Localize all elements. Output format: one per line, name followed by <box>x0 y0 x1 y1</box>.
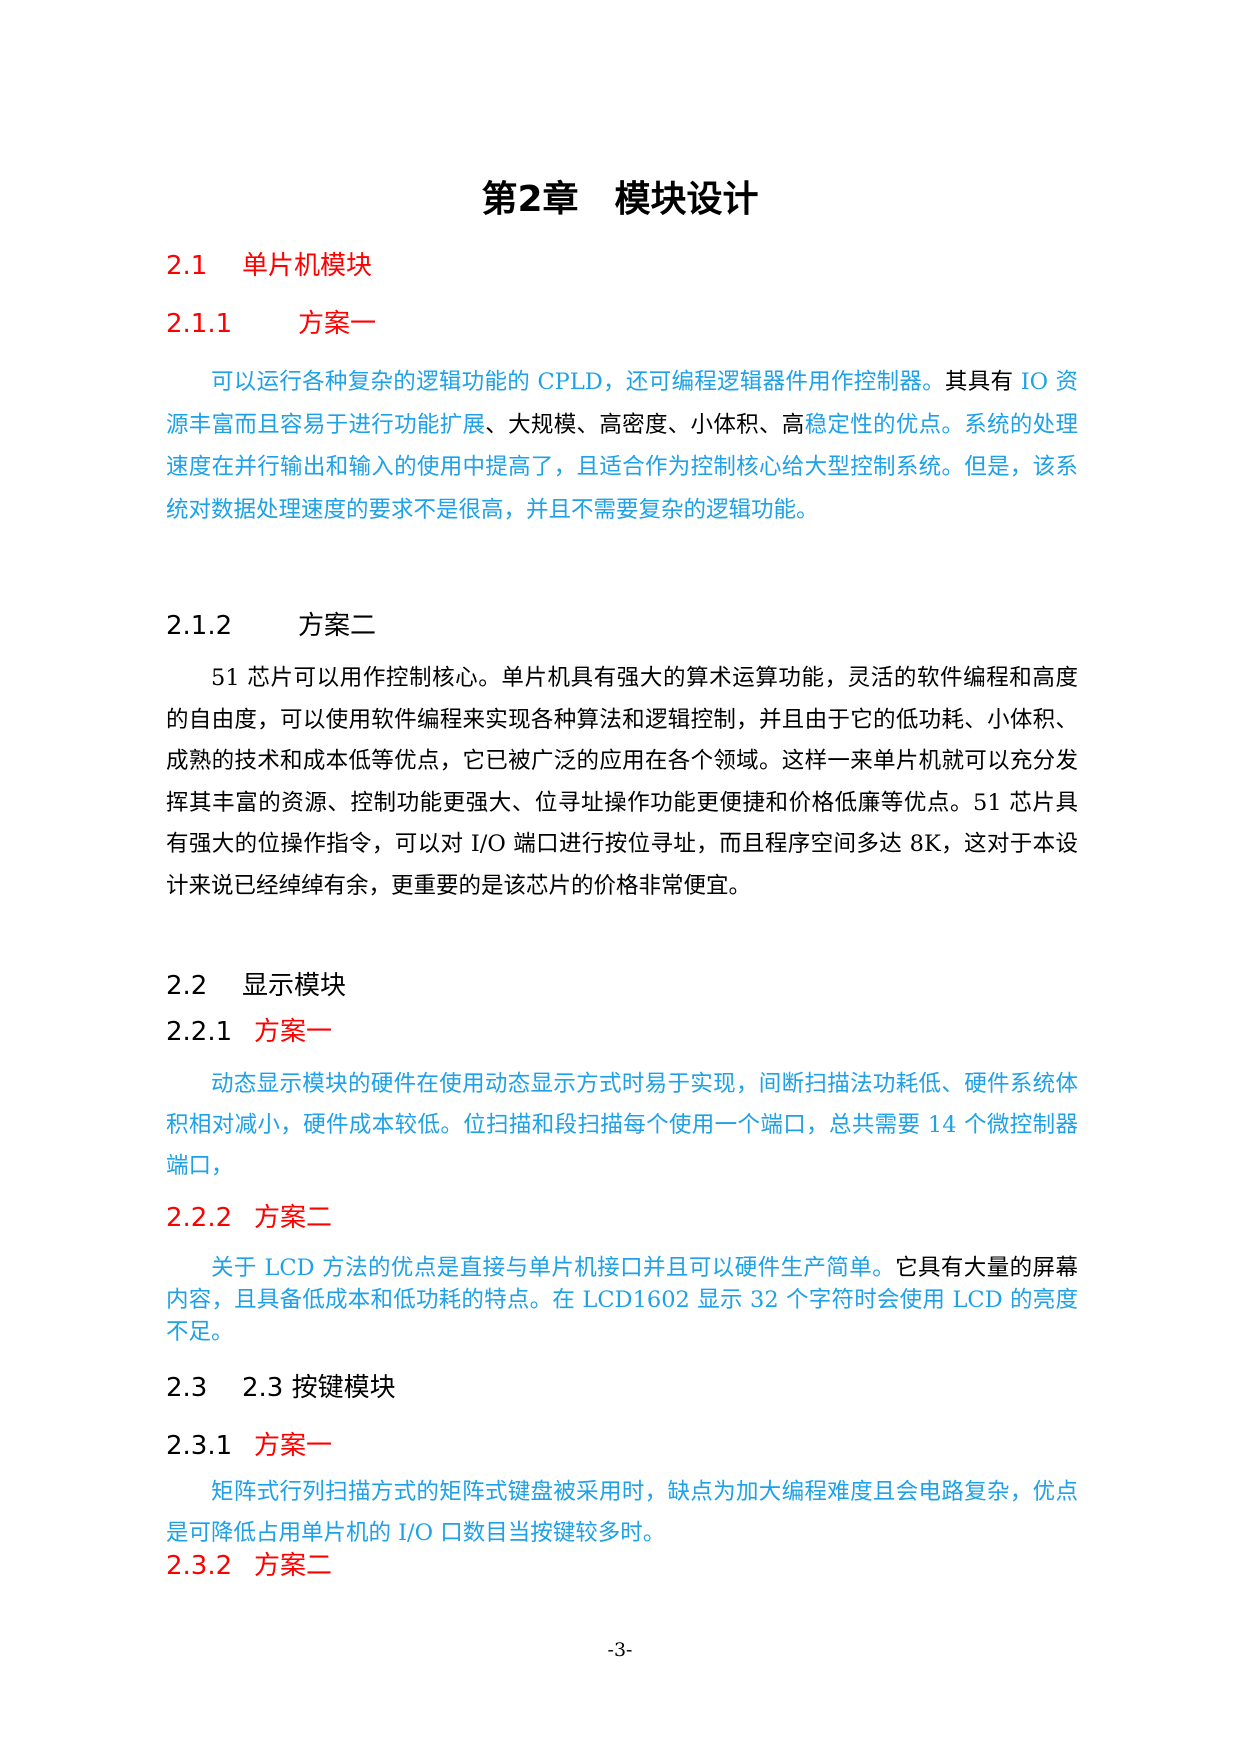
subsection-number: 2.3.1 <box>166 1431 233 1461</box>
section-number: 2.1 <box>166 251 208 281</box>
text-run: 、大规模、高密度、小体积、高 <box>485 411 805 438</box>
text-run: 内容，且具备低成本和低功耗的特点。在 LCD1602 显示 32 个字符时会使用… <box>166 1287 1078 1345</box>
subsection-number: 2.1.1 <box>166 309 233 339</box>
subsection-title: 方案二 <box>298 611 377 641</box>
subsection-heading-2-3-2: 2.3.2 方案二 <box>166 1548 332 1584</box>
section-number: 2.2 <box>166 971 208 1001</box>
subsection-heading-2-3-1: 2.3.1 方案一 <box>166 1428 332 1464</box>
subsection-number: 2.2.1 <box>166 1017 233 1047</box>
section-title: 显示模块 <box>242 971 347 1001</box>
text-run: IO 资源丰富而且容易于进行功能扩展 <box>166 369 1078 438</box>
section-title: 单片机模块 <box>242 251 373 281</box>
page-number: -3- <box>607 1639 633 1661</box>
paragraph-2-2-2: 关于 LCD 方法的优点是直接与单片机接口并且可以硬件生产简单。它具有大量的屏幕… <box>166 1252 1078 1348</box>
paragraph-2-1-2: 51 芯片可以用作控制核心。单片机具有强大的算术运算功能，灵活的软件编程和高度的… <box>166 665 1078 899</box>
subsection-number: 2.2.2 <box>166 1203 233 1233</box>
subsection-number: 2.3.2 <box>166 1551 233 1581</box>
section-title: 2.3 按键模块 <box>242 1373 396 1403</box>
text-run: 它具有大量的屏幕 <box>895 1255 1078 1281</box>
section-number: 2.3 <box>166 1373 208 1403</box>
paragraph-2-3-1: 矩阵式行列扫描方式的矩阵式键盘被采用时，缺点为加大编程难度且会电路复杂，优点是可… <box>166 1479 1078 1546</box>
subsection-number: 2.1.2 <box>166 611 233 641</box>
subsection-title: 方案二 <box>254 1203 333 1233</box>
subsection-heading-2-2-2: 2.2.2 方案二 <box>166 1200 332 1236</box>
text-run: 关于 LCD 方法的优点是直接与单片机接口并且可以硬件生产简单。 <box>211 1255 896 1281</box>
section-heading-2-3: 2.3 2.3 按键模块 <box>166 1370 396 1406</box>
subsection-title: 方案一 <box>254 1017 333 1047</box>
subsection-heading-2-2-1: 2.2.1 方案一 <box>166 1014 332 1050</box>
text-run: 其具有 <box>944 369 1014 395</box>
paragraph-2-2-1: 动态显示模块的硬件在使用动态显示方式时易于实现，间断扫描法功耗低、硬件系统体积相… <box>166 1071 1078 1179</box>
subsection-heading-2-1-1: 2.1.1 方案一 <box>166 306 376 342</box>
subsection-title: 方案二 <box>254 1551 333 1581</box>
section-heading-2-2: 2.2 显示模块 <box>166 968 346 1004</box>
subsection-title: 方案一 <box>254 1431 333 1461</box>
paragraph-2-1-1: 可以运行各种复杂的逻辑功能的 CPLD，还可编程逻辑器件用作控制器。其具有 IO… <box>166 361 1078 531</box>
subsection-title: 方案一 <box>298 309 377 339</box>
text-run: 可以运行各种复杂的逻辑功能的 CPLD，还可编程逻辑器件用作控制器。 <box>211 369 945 395</box>
section-heading-2-1: 2.1 单片机模块 <box>166 248 372 284</box>
subsection-heading-2-1-2: 2.1.2 方案二 <box>166 608 376 644</box>
text-run: 稳定性的优点。系统的处理速度在并行输出和输入的使用中提高了，且适合作为控制核心给… <box>166 411 1078 523</box>
chapter-title: 第2章 模块设计 <box>481 179 759 220</box>
